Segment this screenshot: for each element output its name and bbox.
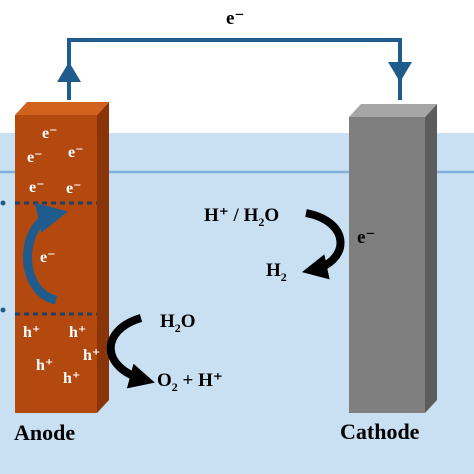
band-electron-2: e⁻ (66, 180, 82, 197)
wire-arrow-down-icon (388, 62, 412, 82)
oxidation-arrow (106, 314, 155, 389)
anode-side-face (97, 102, 109, 413)
hole-2: h⁺ (69, 324, 86, 341)
anode-label: Anode (14, 420, 75, 445)
cathode-top-face (349, 104, 437, 117)
oxidation-reactant: H2O (160, 311, 196, 335)
excitation-arrow (23, 202, 68, 305)
cathode-side-face (425, 104, 437, 413)
cathode-front-face (349, 117, 425, 413)
hole-5: h⁺ (63, 370, 80, 387)
excited-electron: e⁻ (40, 249, 56, 266)
external-circuit-wire (67, 38, 402, 100)
anode-top-face (15, 102, 109, 115)
anode-electron-1: e⁻ (42, 125, 58, 142)
hole-1: h⁺ (23, 324, 40, 341)
wire-arrow-up-icon (57, 62, 81, 82)
circuit-electron-label: e⁻ (226, 8, 244, 29)
cathode-electrode (349, 104, 437, 413)
band-electron-1: e⁻ (29, 179, 45, 196)
hole-3: h⁺ (36, 357, 53, 374)
cathode-label: Cathode (340, 419, 420, 444)
reduction-electron: e⁻ (357, 227, 375, 248)
band-edge-marker-bottom (0, 307, 6, 313)
anode-electron-3: e⁻ (68, 144, 84, 161)
band-edge-marker-top (0, 200, 6, 206)
reduction-product: H2 (266, 260, 287, 284)
reduction-reactant: H⁺ / H2O (204, 205, 279, 229)
anode-electron-2: e⁻ (27, 149, 43, 166)
hole-4: h⁺ (83, 347, 100, 364)
anode-electrode: e⁻ e⁻ e⁻ e⁻ e⁻ e⁻ h⁺ h⁺ h⁺ h⁺ h⁺ (0, 102, 109, 413)
reduction-arrow (301, 209, 345, 280)
oxidation-product: O2 + H⁺ (157, 370, 223, 394)
